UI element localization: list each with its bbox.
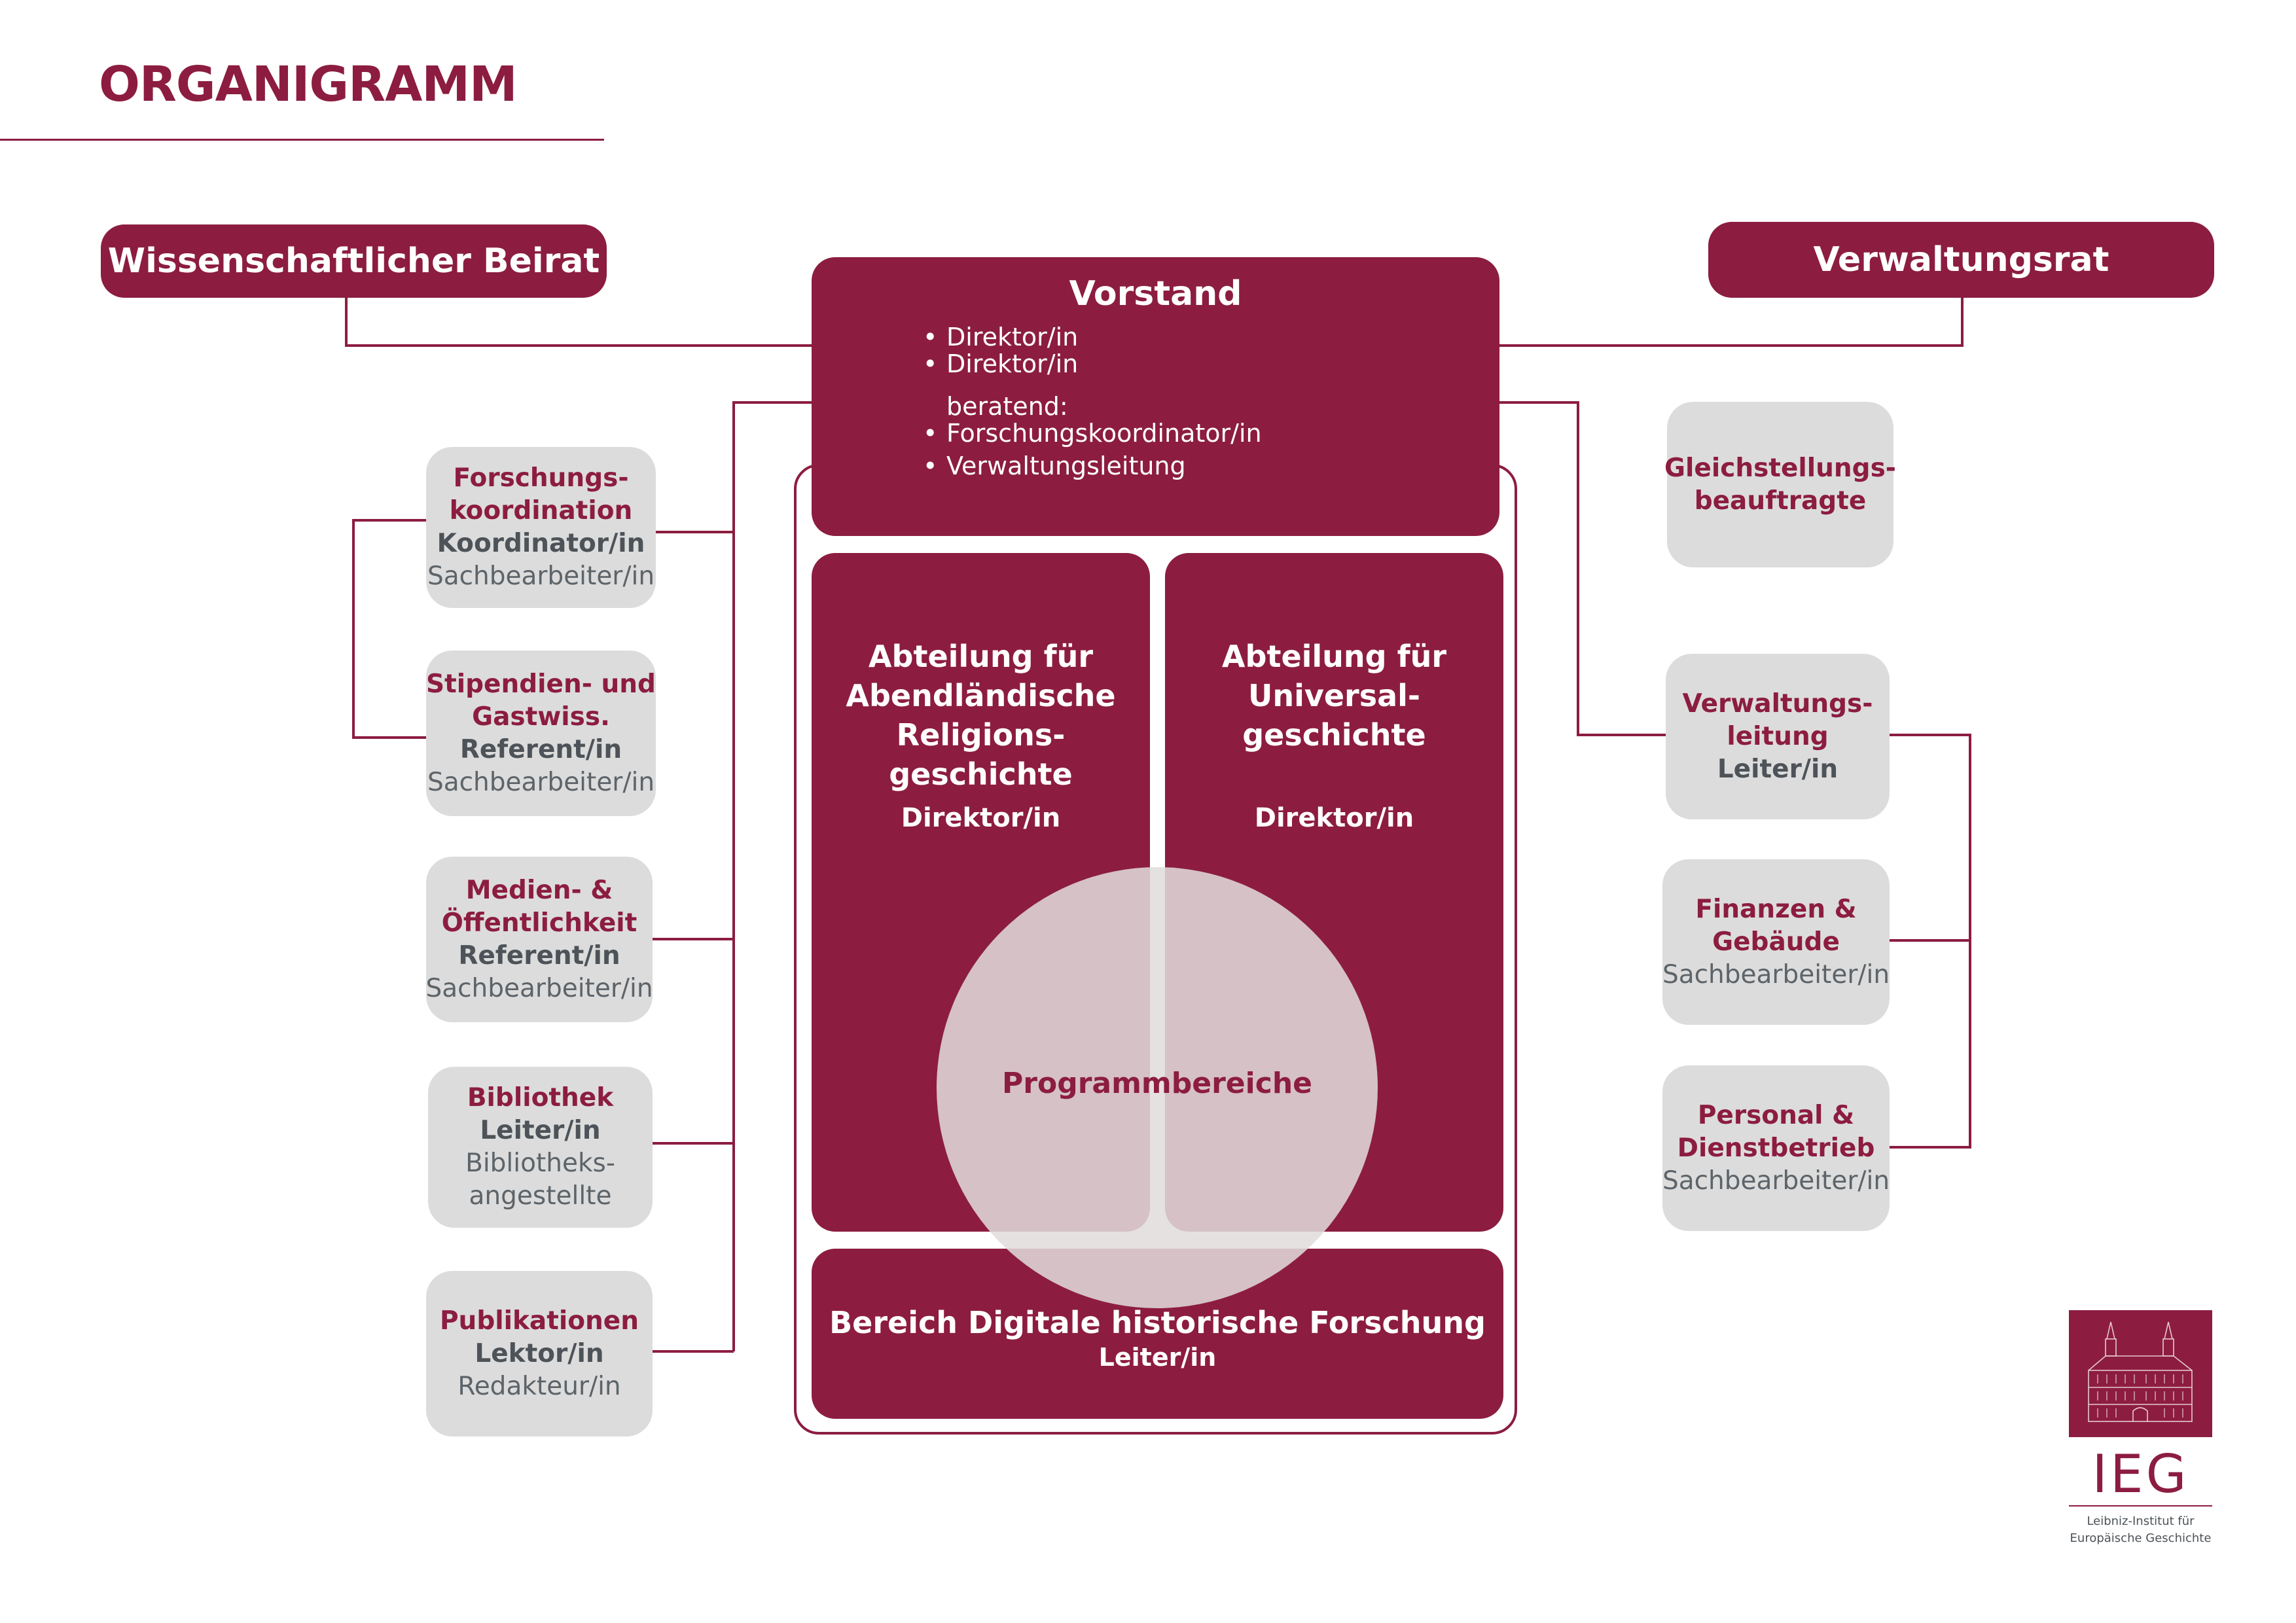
unit-personal-dienstbetrieb: Personal & Dienstbetrieb Sachbearbeiter/… bbox=[1662, 1065, 1890, 1231]
department-lead: Direktor/in bbox=[901, 803, 1061, 833]
ieg-logo-letters: IEG bbox=[2092, 1444, 2189, 1505]
digital-title: Bereich Digitale historische Forschung bbox=[829, 1305, 1486, 1340]
building-icon bbox=[2088, 1321, 2193, 1422]
unit-stipendien-gastwiss: Stipendien- und Gastwiss. Referent/in Sa… bbox=[426, 651, 656, 816]
unit-gleichstellungsbeauftragte: Gleichstellungs- beauftragte bbox=[1664, 402, 1896, 567]
unit-bibliothek: Bibliothek Leiter/in Bibliotheks- angest… bbox=[428, 1067, 653, 1228]
programmbereiche-label: Programmbereiche bbox=[1002, 1066, 1312, 1100]
vorstand-title: Vorstand bbox=[1069, 274, 1242, 313]
ieg-logo-subtitle: Leibniz-Institut für Europäische Geschic… bbox=[2070, 1514, 2212, 1545]
vorstand-member: •Direktor/in bbox=[923, 323, 1079, 351]
vorstand-advisor: •Forschungskoordinator/in bbox=[923, 419, 1262, 448]
unit-forschungskoordination: Forschungs- koordination Koordinator/in … bbox=[426, 447, 656, 608]
bereich-digitale-forschung: Bereich Digitale historische Forschung L… bbox=[812, 1249, 1503, 1419]
connector-left-trunk bbox=[732, 401, 812, 1351]
connector-beirat bbox=[345, 298, 812, 347]
vorstand-box: Vorstand •Direktor/in •Direktor/in berat… bbox=[812, 257, 1499, 536]
vorstand-member: •Direktor/in bbox=[923, 349, 1079, 378]
wissenschaftlicher-beirat-box: Wissenschaftlicher Beirat bbox=[101, 224, 607, 298]
vorstand-advisory-label: beratend: bbox=[946, 392, 1068, 421]
digital-lead: Leiter/in bbox=[1098, 1343, 1217, 1372]
connector-right-trunk bbox=[1499, 401, 1666, 736]
title-divider bbox=[0, 139, 604, 141]
unit-verwaltungsleitung: Verwaltungs- leitung Leiter/in bbox=[1666, 654, 1890, 819]
department-title: Abteilung für Abendländische Religions- … bbox=[846, 639, 1116, 792]
unit-medien-oeffentlichkeit: Medien- & Öffentlichkeit Referent/in Sac… bbox=[425, 857, 653, 1022]
vorstand-advisor: •Verwaltungsleitung bbox=[923, 452, 1186, 480]
department-title: Abteilung für Universal- geschichte bbox=[1221, 639, 1447, 753]
ieg-logo-emblem bbox=[2069, 1310, 2212, 1437]
department-lead: Direktor/in bbox=[1254, 803, 1414, 833]
verwaltungsrat-box: Verwaltungsrat bbox=[1708, 222, 2214, 298]
logo-divider bbox=[2069, 1505, 2212, 1507]
connector-verwaltungsrat bbox=[1499, 298, 1964, 347]
unit-finanzen-gebaeude: Finanzen & Gebäude Sachbearbeiter/in bbox=[1662, 859, 1890, 1025]
unit-publikationen: Publikationen Lektor/in Redakteur/in bbox=[426, 1271, 653, 1436]
programmbereiche-circle: Programmbereiche bbox=[937, 867, 1378, 1308]
page-title: ORGANIGRAMM bbox=[99, 56, 518, 113]
connector-left-bracket bbox=[352, 519, 426, 739]
